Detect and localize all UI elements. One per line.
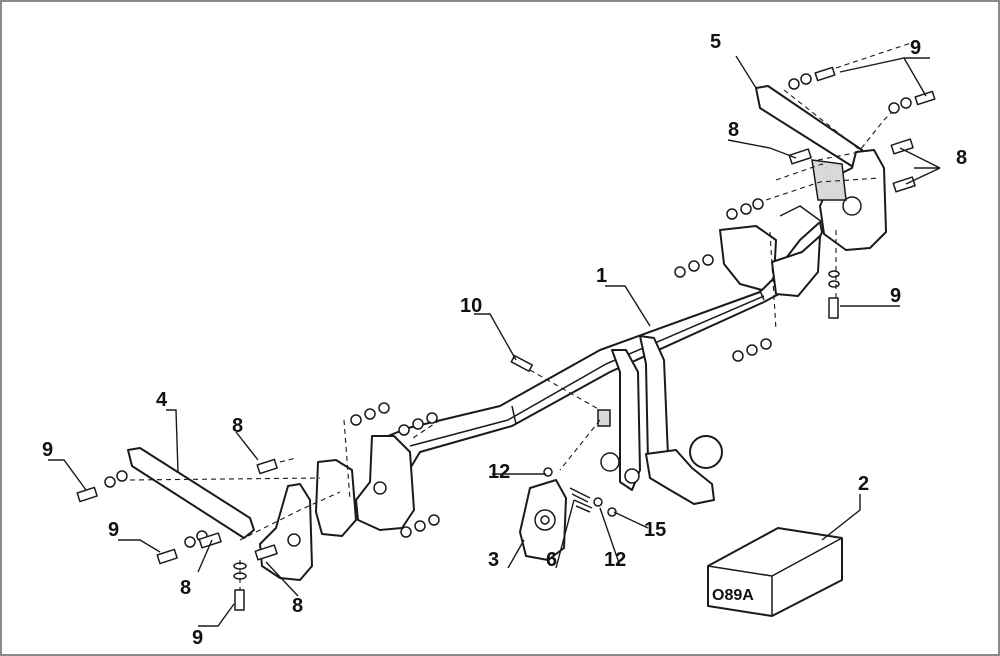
callout-8-left-top: 8 xyxy=(232,415,243,437)
fasteners xyxy=(76,66,936,611)
socket-plate xyxy=(519,479,567,561)
tow-hook-bracket xyxy=(597,335,723,505)
callout-8-right-top: 8 xyxy=(728,119,739,141)
callout-9-right: 9 xyxy=(890,285,901,307)
callout-1: 1 xyxy=(596,265,607,287)
callout-3: 3 xyxy=(488,549,499,571)
left-beam-end-plate xyxy=(315,435,415,537)
left-mounting-arm xyxy=(127,447,313,581)
callout-2: 2 xyxy=(858,473,869,495)
callout-numbers: 1 2 3 4 5 6 8 8 8 8 8 9 9 9 9 9 10 12 12… xyxy=(42,31,967,649)
callout-6: 6 xyxy=(546,549,557,571)
spring xyxy=(569,487,593,513)
right-beam-end-plate xyxy=(719,225,821,297)
box-label: O89A xyxy=(712,587,754,604)
callout-9-left-mid: 9 xyxy=(108,519,119,541)
callout-9-bottom: 9 xyxy=(192,627,203,649)
callout-12-top: 12 xyxy=(488,461,510,483)
callout-9-left-top: 9 xyxy=(42,439,53,461)
callout-15: 15 xyxy=(644,519,666,541)
callout-12-bottom: 12 xyxy=(604,549,626,571)
callout-leaders xyxy=(48,55,941,627)
callout-9-top: 9 xyxy=(910,37,921,59)
right-mounting-arm xyxy=(755,85,887,251)
callout-8-right: 8 xyxy=(956,147,967,169)
assembly-lines xyxy=(129,39,921,590)
callout-8-left-right: 8 xyxy=(292,595,303,617)
callout-10: 10 xyxy=(460,295,482,317)
electrical-kit-box xyxy=(707,527,843,617)
callout-4: 4 xyxy=(156,389,168,411)
callout-8-left-bottom: 8 xyxy=(180,577,191,599)
callout-5: 5 xyxy=(710,31,721,53)
